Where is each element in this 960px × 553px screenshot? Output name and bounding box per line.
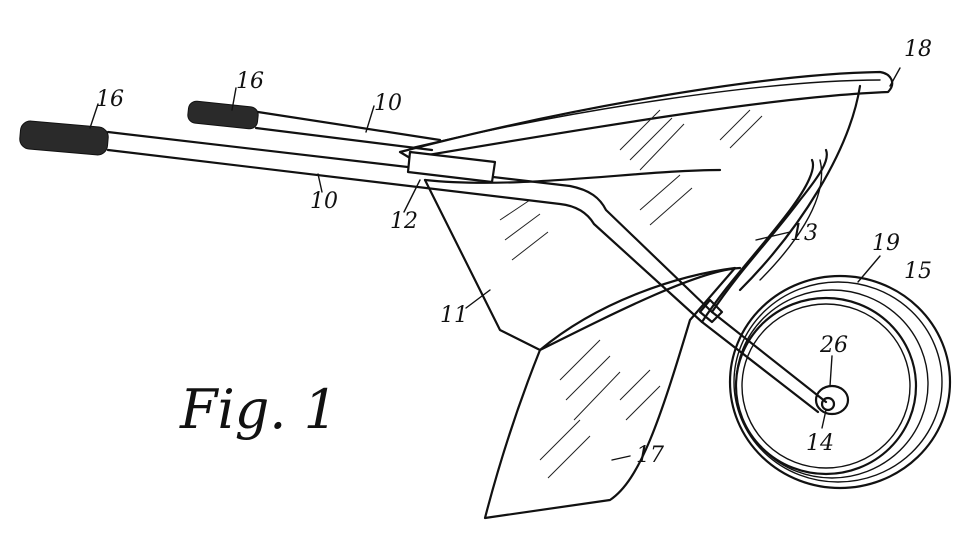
label-14: 14 — [806, 431, 834, 456]
tire-outer — [728, 274, 952, 490]
label-10-far: 10 — [374, 91, 402, 116]
leader-lines — [89, 67, 901, 461]
label-15: 15 — [904, 259, 932, 284]
label-17: 17 — [636, 443, 664, 468]
scoop-hatching — [539, 339, 661, 479]
label-12: 12 — [390, 209, 418, 234]
label-13: 13 — [790, 221, 818, 246]
handle-grip-near — [19, 120, 109, 156]
tray — [398, 70, 894, 352]
wheel — [728, 274, 952, 490]
label-10-near: 10 — [310, 189, 338, 214]
scoop — [483, 266, 737, 520]
label-11: 11 — [440, 303, 468, 328]
label-18: 18 — [904, 37, 932, 62]
reference-labels: 16 16 10 10 12 11 13 19 15 26 14 17 18 — [96, 37, 932, 468]
bracket — [406, 150, 497, 184]
label-26: 26 — [819, 333, 848, 358]
brace — [710, 148, 828, 314]
figure-caption: Fig. 1 — [179, 378, 338, 441]
label-19: 19 — [872, 231, 900, 256]
label-16-near: 16 — [96, 87, 124, 112]
handle-far — [187, 100, 442, 152]
frame — [19, 120, 828, 414]
label-16-far: 16 — [236, 69, 264, 94]
handle-grip-far — [187, 100, 259, 130]
tray-hatching — [499, 109, 763, 261]
